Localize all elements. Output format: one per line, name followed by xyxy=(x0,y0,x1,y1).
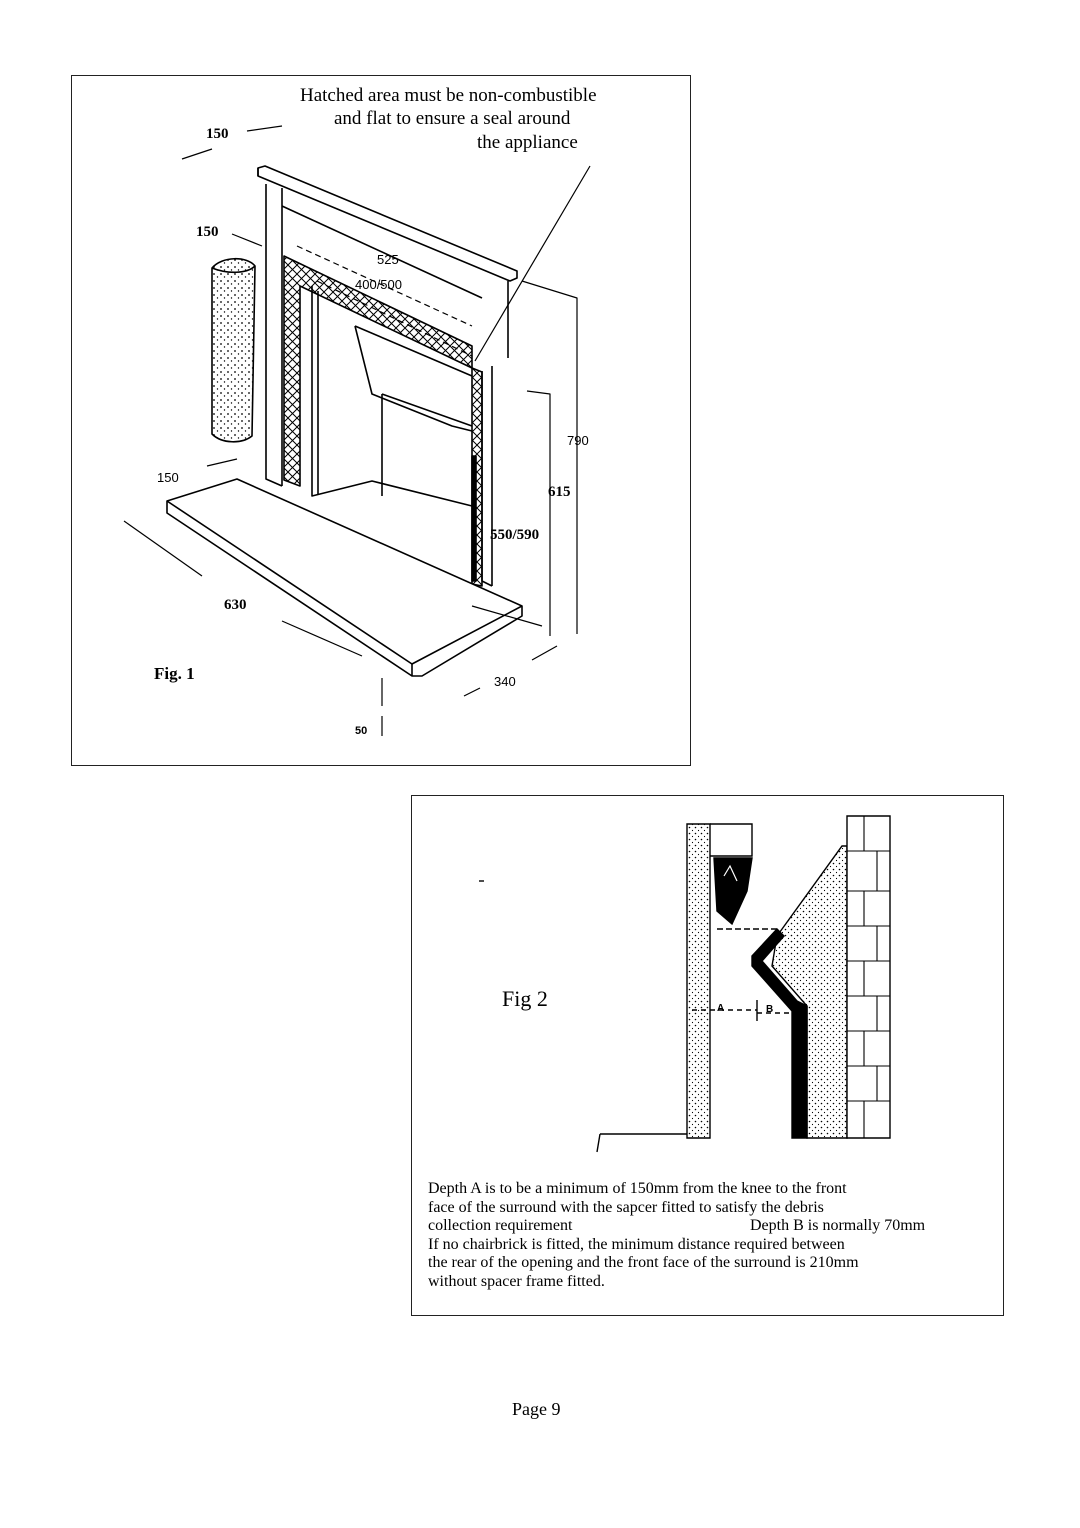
hatched-area-note-line-1: Hatched area must be non-combustible xyxy=(300,85,597,106)
caption-line-1: Depth A is to be a minimum of 150mm from… xyxy=(428,1180,847,1197)
figure-2-frame: A B Fig 2 Depth A is to be a minimum of … xyxy=(411,795,1004,1316)
hatched-area-note-line-3: the appliance xyxy=(477,132,578,153)
figure-2-label: Fig 2 xyxy=(502,986,548,1011)
hearth-thickness-dimension: 50 xyxy=(355,725,368,737)
fireplace-drawing xyxy=(123,125,591,736)
figure-1-label: Fig. 1 xyxy=(154,664,195,683)
hearth-width-dimension: 630 xyxy=(224,597,247,613)
opening-height-dimension: 550/590 xyxy=(490,527,540,543)
hearth-depth-dimension: 340 xyxy=(494,674,516,689)
caption-line-3-right: Depth B is normally 70mm xyxy=(750,1217,926,1234)
installation-section-drawing xyxy=(479,815,891,1153)
hatched-area-note-line-2: and flat to ensure a seal around xyxy=(334,108,571,129)
figure-2-caption: Depth A is to be a minimum of 150mm from… xyxy=(428,1180,993,1291)
total-height-dimension: 790 xyxy=(567,433,589,448)
caption-line-3: collection requirement Depth B is normal… xyxy=(428,1217,993,1236)
caption-line-2: face of the surround with the sapcer fit… xyxy=(428,1198,824,1216)
opening-width-dimension: 525 xyxy=(377,252,399,267)
hatched-width-dimension: 400/500 xyxy=(355,277,402,292)
depth-b-label: B xyxy=(766,1004,774,1015)
caption-line-3-left: collection requirement xyxy=(428,1217,573,1234)
shelf-depth-dimension: 150 xyxy=(206,126,229,142)
height-615-dimension: 615 xyxy=(548,484,571,500)
page-number: Page 9 xyxy=(512,1399,561,1419)
leg-width-dimension: 150 xyxy=(196,224,219,240)
depth-a-label: A xyxy=(717,1003,725,1014)
caption-line-4: If no chairbrick is fitted, the minimum … xyxy=(428,1235,845,1253)
figure-1-frame: Hatched area must be non-combustible and… xyxy=(71,75,691,766)
caption-line-6: without spacer frame fitted. xyxy=(428,1272,605,1290)
hearth-side-dimension: 150 xyxy=(157,470,179,485)
caption-line-5: the rear of the opening and the front fa… xyxy=(428,1254,859,1271)
